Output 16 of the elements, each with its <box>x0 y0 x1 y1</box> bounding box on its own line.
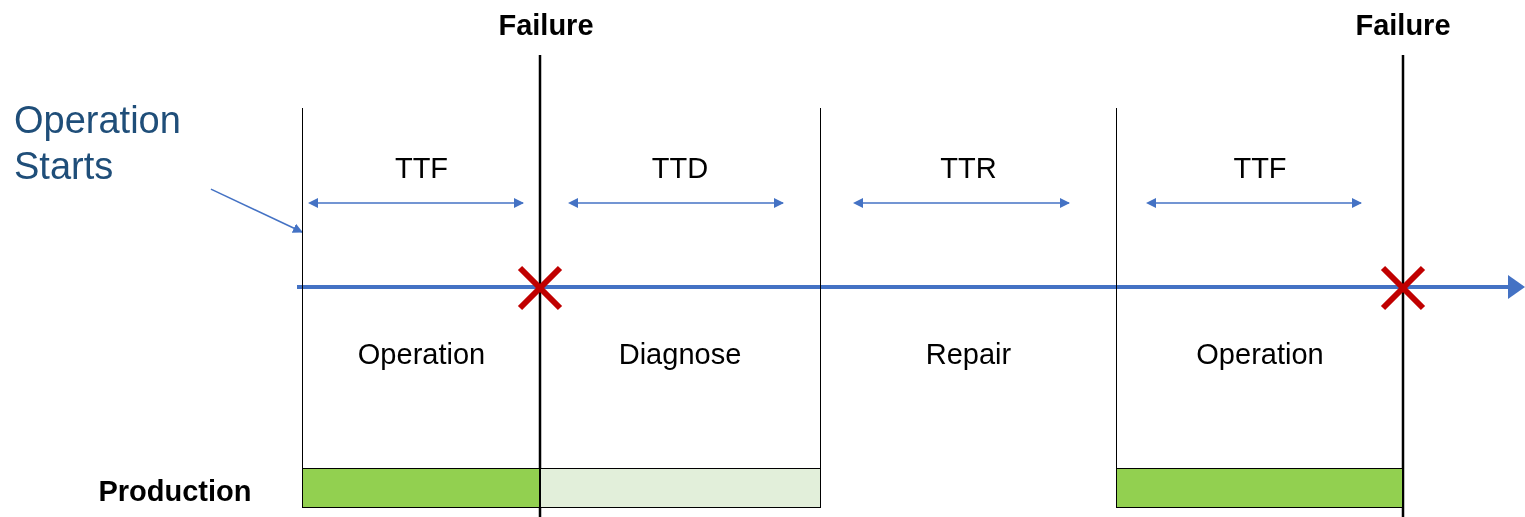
phase-label: Operation <box>1196 340 1324 369</box>
duration-label: TTF <box>1233 154 1287 183</box>
phase-label: Operation <box>357 340 486 369</box>
annotation-text: Operation Starts <box>14 98 182 189</box>
production-bar <box>1116 468 1403 508</box>
phase-label: Repair <box>925 340 1012 369</box>
label-text: Failure <box>1355 9 1451 41</box>
duration-label: TTD <box>651 154 709 183</box>
production-bar <box>302 468 540 508</box>
production-bar <box>540 468 821 508</box>
duration-label: TTF <box>394 154 449 183</box>
label-text: Production <box>98 475 252 507</box>
duration-label: TTR <box>940 154 997 183</box>
leader-line <box>210 188 303 233</box>
label-text: Failure <box>498 9 594 41</box>
phase-label: Diagnose <box>618 340 742 369</box>
